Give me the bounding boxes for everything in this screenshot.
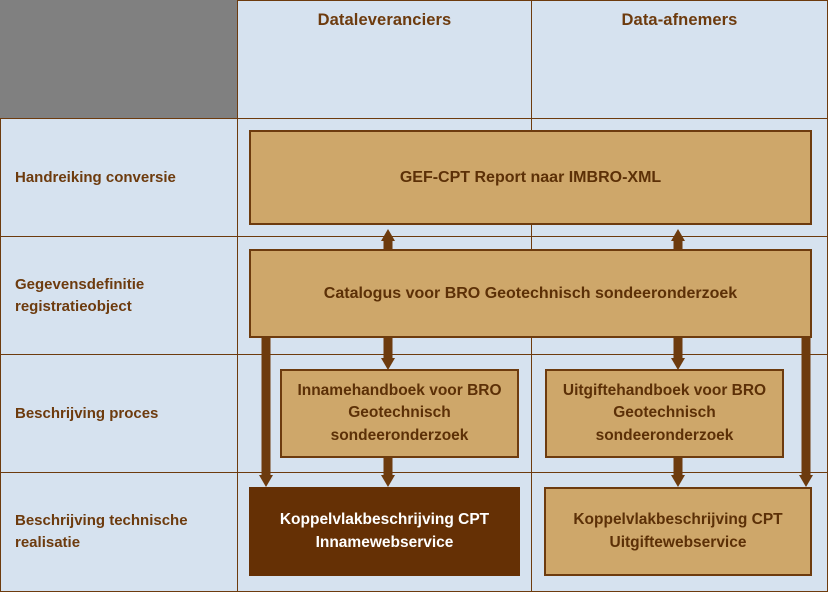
row-label-text: Handreiking conversie — [15, 168, 176, 186]
node-koppelvlak-inname[interactable]: Koppelvlakbeschrijving CPT Innamewebserv… — [249, 487, 520, 576]
node-label: Catalogus voor BRO Geotechnisch sondeero… — [323, 284, 738, 302]
row-label-text: Beschrijving proces — [15, 404, 159, 422]
column-header-dataafnemers: Data-afnemers — [531, 0, 828, 119]
row-label-conversie: Handreiking conversie — [0, 118, 238, 237]
column-header-label: Data-afnemers — [621, 11, 738, 29]
node-label: Koppelvlakbeschrijving CPT Innamewebserv… — [279, 511, 490, 551]
node-uitgiftehandboek[interactable]: Uitgiftehandboek voor BRO Geotechnisch s… — [545, 369, 784, 458]
row-label-proces: Beschrijving proces — [0, 354, 238, 473]
column-header-label: Dataleveranciers — [317, 11, 452, 29]
grid-corner-cell — [0, 0, 238, 119]
row-label-text: Beschrijving technische realisatie — [15, 512, 188, 551]
row-label-realisatie: Beschrijving technische realisatie — [0, 472, 238, 592]
node-label: Uitgiftehandboek voor BRO Geotechnisch s… — [562, 381, 767, 444]
row-label-gegevensdefinitie: Gegevensdefinitie registratieobject — [0, 236, 238, 355]
node-gef-cpt-report[interactable]: GEF-CPT Report naar IMBRO-XML — [249, 130, 812, 225]
node-label: GEF-CPT Report naar IMBRO-XML — [399, 168, 662, 186]
node-koppelvlak-uitgifte[interactable]: Koppelvlakbeschrijving CPT Uitgiftewebse… — [544, 487, 812, 576]
node-label: Koppelvlakbeschrijving CPT Uitgiftewebse… — [573, 511, 783, 551]
node-label: Innamehandboek voor BRO Geotechnisch son… — [297, 381, 502, 444]
column-header-dataleveranciers: Dataleveranciers — [237, 0, 532, 119]
row-label-text: Gegevensdefinitie registratieobject — [15, 275, 145, 315]
node-catalogus[interactable]: Catalogus voor BRO Geotechnisch sondeero… — [249, 249, 812, 338]
node-innamehandboek[interactable]: Innamehandboek voor BRO Geotechnisch son… — [280, 369, 519, 458]
